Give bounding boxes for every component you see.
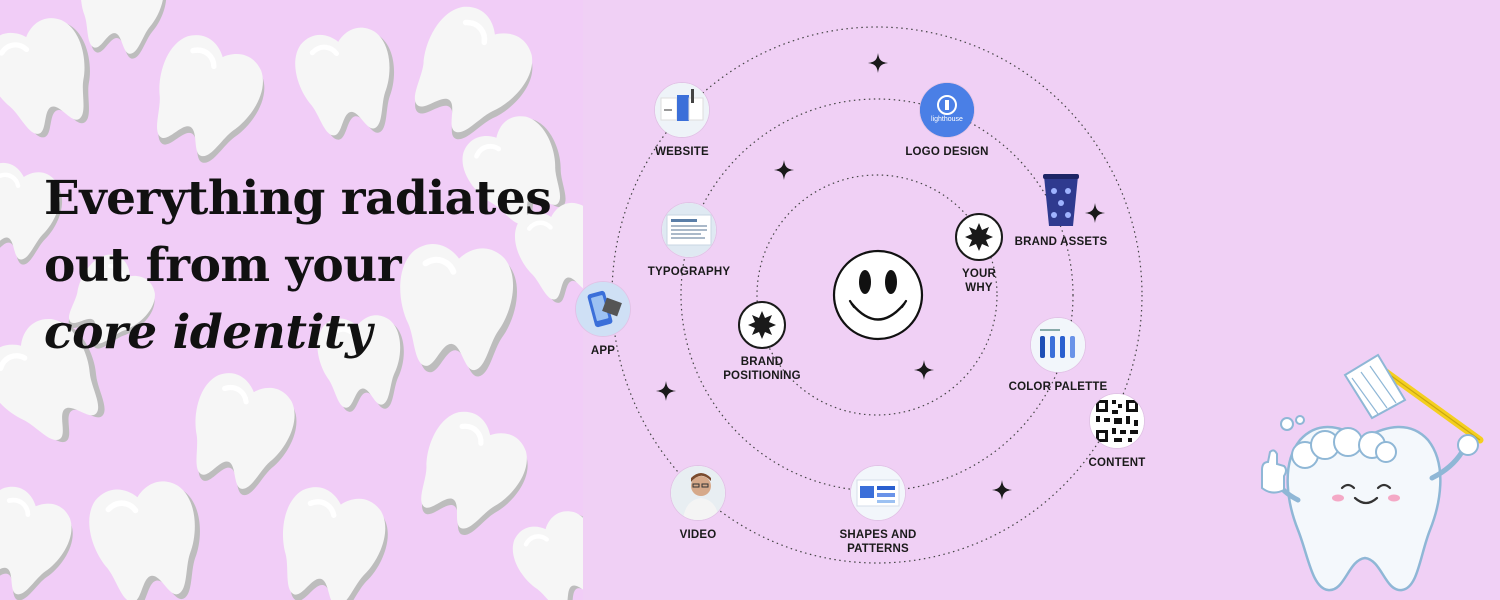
headline-line-2: out from your	[44, 238, 402, 293]
node-typography[interactable]: TYPOGRAPHY	[609, 203, 769, 279]
node-label: TYPOGRAPHY	[647, 266, 731, 278]
logo-thumbnail: lighthouse	[920, 83, 974, 137]
node-content[interactable]: CONTENT	[1037, 394, 1197, 470]
person-photo	[671, 466, 725, 520]
headline-line-3: core identity	[44, 305, 372, 360]
node-label: WEBSITE	[655, 146, 709, 158]
tooth-pattern-background	[0, 0, 583, 600]
node-website[interactable]: WEBSITE	[602, 83, 762, 159]
sparkles	[656, 53, 1105, 500]
node-label: VIDEO	[679, 529, 717, 541]
sparkle-icon	[868, 53, 888, 73]
node-label-line-1: YOUR	[961, 268, 997, 280]
headline: Everything radiates out from your core i…	[44, 165, 552, 366]
burst-icon	[955, 213, 1003, 261]
burst-icon	[738, 301, 786, 349]
sparkle-icon	[992, 480, 1012, 500]
node-label: CONTENT	[1088, 457, 1146, 469]
node-video[interactable]: VIDEO	[618, 466, 778, 542]
node-label: LOGO DESIGN	[905, 146, 989, 158]
toothbrush-icon	[1343, 353, 1484, 444]
node-label-line-2: POSITIONING	[723, 370, 801, 382]
node-label-line-1: BRAND	[740, 356, 784, 368]
website-thumbnail	[655, 83, 709, 137]
node-label: BRAND POSITIONING	[682, 355, 842, 383]
node-label-line-2: PATTERNS	[847, 543, 909, 555]
node-your-why[interactable]: YOUR WHY	[899, 213, 1059, 295]
orbit-ring-outer	[611, 26, 1143, 564]
headline-line-1: Everything radiates	[44, 171, 552, 226]
node-logo-design[interactable]: lighthouse LOGO DESIGN	[867, 83, 1027, 159]
orbit-rings	[611, 26, 1143, 564]
shapes-thumbnail	[851, 466, 905, 520]
node-label: COLOR PALETTE	[1008, 381, 1108, 393]
node-label: APP	[590, 345, 616, 357]
node-label-line-2: WHY	[965, 282, 993, 294]
palette-thumbnail	[1031, 318, 1085, 372]
sparkle-icon	[1085, 203, 1105, 223]
logo-text: lighthouse	[931, 116, 963, 123]
sparkle-icon	[656, 381, 676, 401]
node-brand-positioning[interactable]: BRAND POSITIONING	[682, 301, 842, 383]
cup-icon	[1034, 173, 1088, 227]
sparkle-icon	[914, 360, 934, 380]
orbit-ring-middle	[680, 98, 1074, 492]
sparkle-icon	[774, 160, 794, 180]
node-label-line-1: SHAPES AND	[839, 529, 917, 541]
node-label: SHAPES AND PATTERNS	[798, 528, 958, 556]
tooth-mascot-illustration	[1240, 340, 1500, 600]
node-shapes-patterns[interactable]: SHAPES AND PATTERNS	[798, 466, 958, 556]
orbit-diagram	[611, 26, 1143, 564]
orbit-ring-inner	[756, 174, 998, 416]
phone-icon	[576, 282, 630, 336]
node-color-palette[interactable]: COLOR PALETTE	[978, 318, 1138, 394]
node-label: YOUR WHY	[899, 267, 1059, 295]
qr-code-icon	[1090, 394, 1144, 448]
node-brand-assets[interactable]: BRAND ASSETS	[981, 173, 1141, 249]
typography-thumbnail	[662, 203, 716, 257]
node-app[interactable]: APP	[523, 282, 683, 358]
node-label: BRAND ASSETS	[1014, 236, 1108, 248]
smiley-face-icon	[832, 249, 924, 341]
